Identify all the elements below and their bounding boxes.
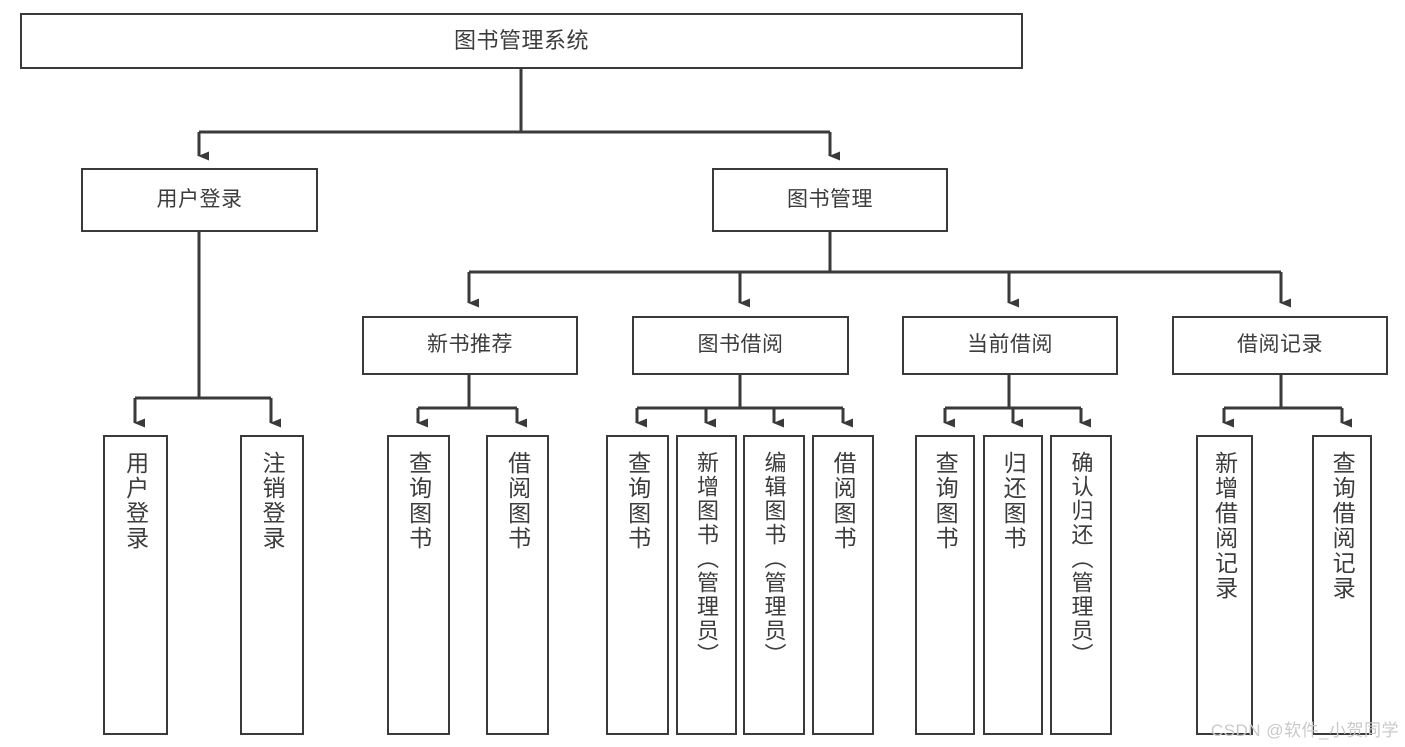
node-current-borrow[interactable]: 当前借阅 <box>902 316 1118 375</box>
node-label: 图书管理系统 <box>453 28 589 54</box>
watermark: CSDN @软件_小贺同学 <box>1210 721 1399 740</box>
leaf-borrow-add-book-admin[interactable]: 新增图书（管理员） <box>676 435 737 735</box>
node-label: 图书借阅 <box>697 333 784 357</box>
node-label: 编辑图书（管理员） <box>761 451 787 667</box>
leaf-recommend-query-book[interactable]: 查询图书 <box>387 435 450 735</box>
leaf-borrow-query-book[interactable]: 查询图书 <box>606 435 669 735</box>
node-label: 查询图书 <box>932 451 959 551</box>
node-label: 确认归还（管理员） <box>1068 451 1094 667</box>
node-root-system[interactable]: 图书管理系统 <box>20 13 1023 69</box>
node-label: 归还图书 <box>1000 451 1027 551</box>
node-label: 用户登录 <box>122 451 149 551</box>
leaf-recommend-borrow-book[interactable]: 借阅图书 <box>486 435 549 735</box>
node-label: 新增借阅记录 <box>1211 451 1238 601</box>
node-label: 用户登录 <box>156 187 243 211</box>
node-label: 当前借阅 <box>967 333 1053 357</box>
node-label: 新书推荐 <box>427 333 513 357</box>
node-label: 借阅图书 <box>504 451 531 551</box>
node-book-borrow[interactable]: 图书借阅 <box>632 316 849 375</box>
node-borrow-record[interactable]: 借阅记录 <box>1172 316 1388 375</box>
node-new-book-recommend[interactable]: 新书推荐 <box>362 316 578 375</box>
node-label: 借阅图书 <box>830 451 857 551</box>
node-user-login[interactable]: 用户登录 <box>81 168 318 232</box>
leaf-current-return-book[interactable]: 归还图书 <box>983 435 1043 735</box>
leaf-current-confirm-return-admin[interactable]: 确认归还（管理员） <box>1050 435 1112 735</box>
node-book-management[interactable]: 图书管理 <box>712 168 948 232</box>
leaf-borrow-edit-book-admin[interactable]: 编辑图书（管理员） <box>743 435 805 735</box>
node-label: 查询借阅记录 <box>1329 451 1356 601</box>
leaf-user-login[interactable]: 用户登录 <box>103 435 168 735</box>
node-label: 借阅记录 <box>1237 333 1323 357</box>
node-label: 查询图书 <box>624 451 651 551</box>
node-label: 图书管理 <box>787 187 873 211</box>
leaf-current-query-book[interactable]: 查询图书 <box>915 435 975 735</box>
leaf-record-query-record[interactable]: 查询借阅记录 <box>1312 435 1372 735</box>
node-label: 查询图书 <box>405 451 432 551</box>
leaf-record-add-record[interactable]: 新增借阅记录 <box>1196 435 1253 735</box>
node-label: 新增图书（管理员） <box>694 451 720 667</box>
leaf-logout[interactable]: 注销登录 <box>240 435 304 735</box>
node-label: 注销登录 <box>259 451 286 551</box>
leaf-borrow-borrow-book[interactable]: 借阅图书 <box>812 435 874 735</box>
